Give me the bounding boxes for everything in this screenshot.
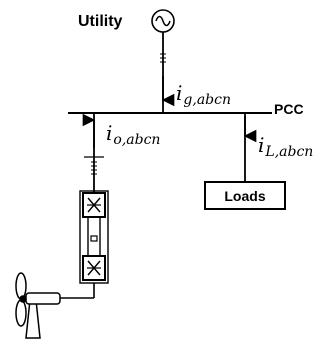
ac-source-icon	[151, 9, 175, 33]
converter-icon	[82, 255, 106, 281]
grid-current-label: ig,abcn	[176, 81, 231, 108]
output-current-label: io,abcn	[106, 121, 160, 148]
dc-link-capacitor	[90, 235, 98, 242]
grid-feeder-line	[160, 32, 166, 113]
converter-icon	[82, 192, 106, 218]
wind-turbine-icon	[15, 272, 61, 339]
converter-stack	[79, 190, 109, 284]
loads-label: Loads	[224, 188, 265, 204]
loads-box	[204, 181, 286, 210]
pcc-label: PCC	[274, 101, 304, 117]
utility-label: Utility	[78, 13, 123, 30]
load-current-label: iL,abcn	[258, 133, 313, 160]
